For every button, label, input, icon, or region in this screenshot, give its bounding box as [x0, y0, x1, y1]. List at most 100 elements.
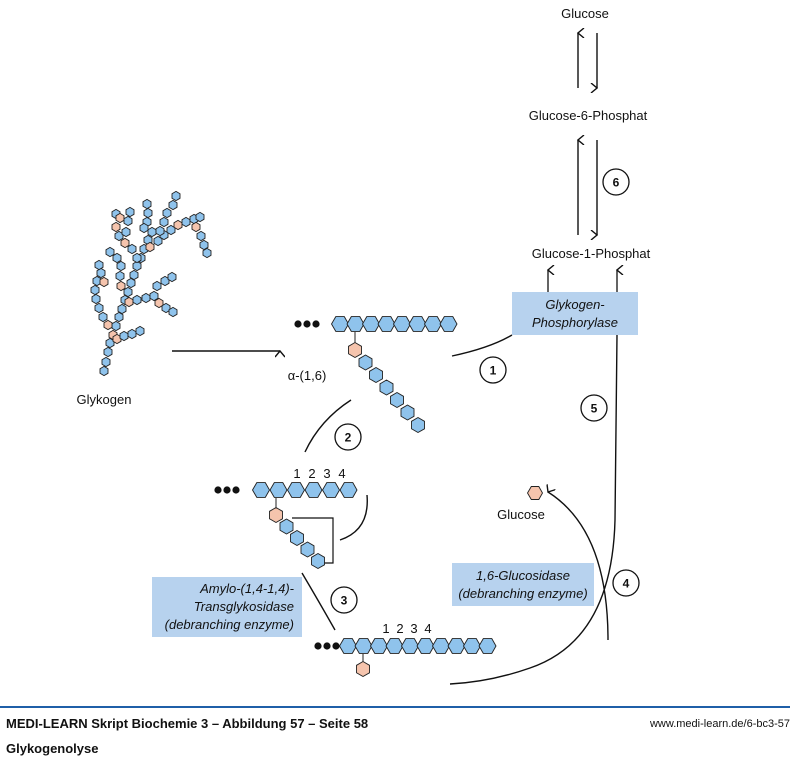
glykogen-branch-unit: [124, 296, 134, 308]
glucose-unit: [369, 638, 389, 654]
glykogen-branch-unit: [154, 297, 164, 309]
svg-text:2: 2: [308, 466, 315, 481]
glykogen-unit: [99, 365, 109, 377]
glykogen-unit: [127, 328, 137, 340]
glykogen-unit: [116, 260, 126, 272]
glykogen-unit: [115, 270, 125, 282]
curve-step-2: [304, 399, 352, 453]
svg-text:4: 4: [338, 466, 345, 481]
curve-step-3: [301, 572, 336, 631]
glykogen-unit: [155, 225, 165, 237]
glucose-unit: [330, 316, 350, 332]
g6p-label: Glucose-6-Phosphat: [529, 108, 648, 123]
step-1-marker: 1: [479, 356, 507, 384]
glykogen-unit: [98, 311, 108, 323]
step-2-marker: 2: [334, 423, 362, 451]
glykogen-branch-unit: [99, 276, 109, 288]
svg-text:6: 6: [613, 176, 620, 190]
footer-subtitle: Glykogenolyse: [6, 741, 99, 756]
step-6-marker: 6: [602, 168, 630, 196]
glykogen-unit: [167, 271, 177, 283]
glykogen-unit: [168, 199, 178, 211]
alpha-1-6-label: α-(1,6): [288, 368, 327, 383]
glykogen-label: Glykogen: [77, 392, 132, 407]
glykogen-unit: [96, 267, 106, 279]
svg-text:Transglykosidase: Transglykosidase: [194, 599, 294, 614]
glucose-unit: [290, 529, 304, 547]
footer-url[interactable]: www.medi-learn.de/6-bc3-57: [649, 718, 790, 730]
footer-title: MEDI-LEARN Skript Biochemie 3 – Abbildun…: [6, 716, 369, 731]
glykogen-unit: [171, 190, 181, 202]
curve-step-2-bracket: [339, 494, 368, 541]
glucose-label: Glucose: [561, 6, 609, 21]
position-numbers-b: 1 2 3 4: [382, 621, 431, 636]
glykogen-unit: [139, 222, 149, 234]
glykogen-branch-unit: [120, 237, 130, 249]
chain-continuation-dots: [323, 642, 331, 650]
glucose-unit: [338, 638, 358, 654]
glykogen-unit: [91, 293, 101, 305]
glykogen-unit: [152, 280, 162, 292]
glucose-unit: [321, 482, 341, 498]
glucose-unit: [379, 379, 394, 396]
svg-text:3: 3: [410, 621, 417, 636]
glykogen-unit: [147, 226, 157, 238]
step-5-marker: 5: [580, 394, 608, 422]
step-3-marker: 3: [330, 586, 358, 614]
chain-continuation-dots: [214, 486, 222, 494]
glykogen-unit: [142, 198, 152, 210]
glucose-unit: [251, 482, 271, 498]
chain-continuation-dots: [303, 320, 311, 328]
glucose-unit: [269, 482, 288, 498]
glucose-unit: [279, 518, 294, 535]
glucose-unit: [361, 316, 381, 332]
glykogen-unit: [123, 286, 133, 298]
svg-text:5: 5: [591, 402, 598, 416]
enzyme-box-phosphorylase: Glykogen- Phosphorylase: [512, 292, 638, 335]
glucose-unit: [300, 541, 315, 558]
glykogen-unit: [132, 260, 142, 272]
glykogen-unit: [132, 252, 142, 264]
svg-text:1: 1: [382, 621, 389, 636]
glucose-unit: [400, 638, 420, 654]
glykogen-unit: [127, 243, 137, 255]
enzyme-box-transglykosidase: Amylo-(1,4-1,4)- Transglykosidase (debra…: [152, 577, 302, 637]
chain-continuation-dots: [223, 486, 231, 494]
enzyme-box-glucosidase: 1,6-Glucosidase (debranching enzyme): [452, 563, 594, 606]
position-numbers-a: 1 2 3 4: [293, 466, 345, 481]
glykogen-unit: [111, 320, 121, 332]
glykogen-unit: [196, 230, 206, 242]
glucose-unit: [411, 416, 425, 434]
glucose-unit: [339, 482, 358, 498]
glykogen-unit: [161, 302, 171, 314]
glucose-unit: [447, 638, 466, 654]
glucose-unit: [304, 482, 323, 498]
glykogen-unit: [90, 284, 100, 296]
svg-text:Glykogen-: Glykogen-: [545, 297, 605, 312]
svg-text:3: 3: [323, 466, 330, 481]
chain-continuation-dots: [312, 320, 320, 328]
sugar-units: [90, 190, 544, 678]
glucose-unit: [286, 482, 306, 498]
glykogen-unit: [141, 292, 151, 304]
glykogen-unit: [135, 325, 145, 337]
glykogen-unit: [162, 207, 172, 219]
glykogen-unit: [119, 330, 129, 342]
glucose-unit: [462, 638, 482, 654]
glykogen-unit: [112, 252, 122, 264]
glykogen-branch-unit: [116, 280, 126, 292]
svg-text:3: 3: [341, 594, 348, 608]
glykogen-unit: [168, 306, 178, 318]
svg-text:1: 1: [293, 466, 300, 481]
glykogen-unit: [105, 246, 115, 258]
glucose-unit: [358, 354, 373, 371]
svg-text:4: 4: [623, 577, 630, 591]
curve-step-1: [451, 334, 513, 357]
glykogen-unit: [125, 206, 135, 218]
svg-text:2: 2: [396, 621, 403, 636]
g1p-label: Glucose-1-Phosphat: [532, 246, 651, 261]
svg-text:Phosphorylase: Phosphorylase: [532, 315, 618, 330]
glykogen-unit: [121, 226, 131, 238]
glykogen-unit: [103, 346, 113, 358]
glykogen-unit: [94, 302, 104, 314]
